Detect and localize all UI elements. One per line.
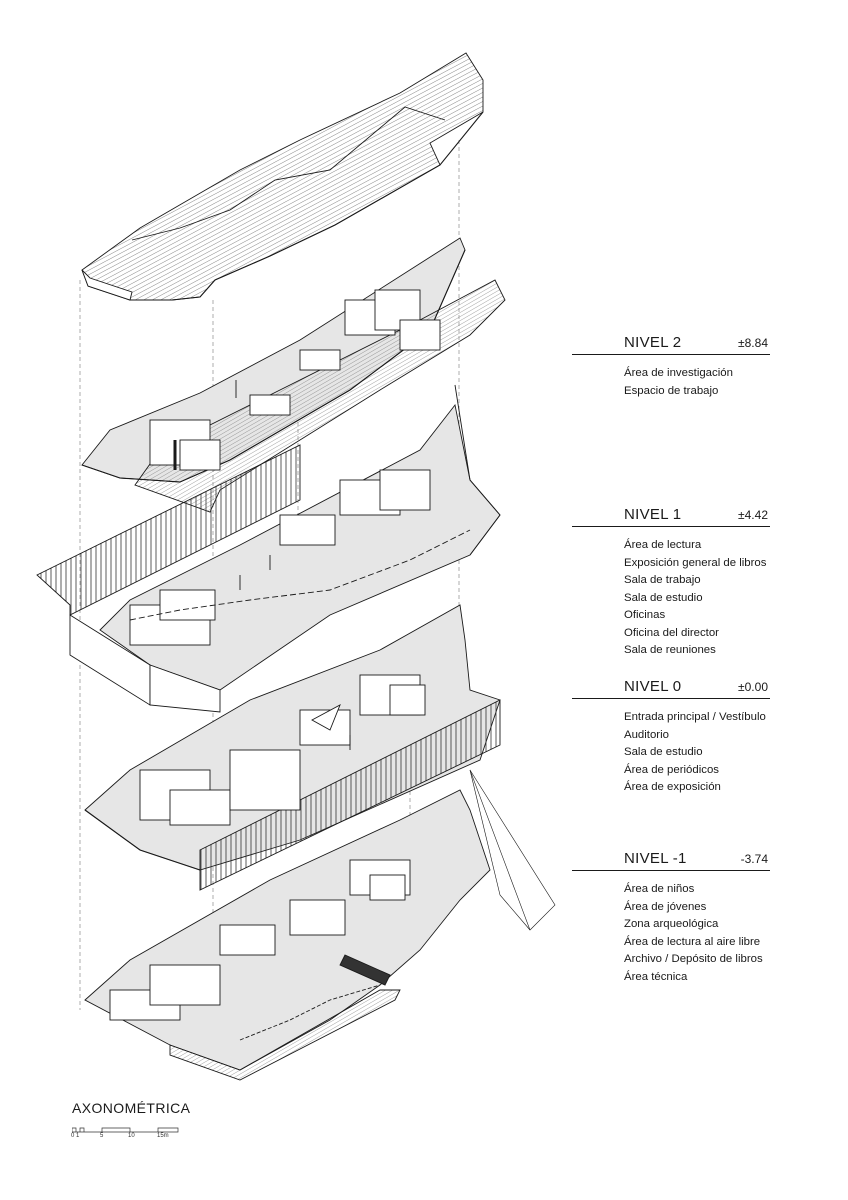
space-item: Sala de trabajo <box>624 574 701 586</box>
level-0-legend: NIVEL 0 ±0.00 Entrada principal / Vestíb… <box>572 678 770 797</box>
scale-label: 1 <box>76 1133 80 1139</box>
level-0-elevation: ±0.00 <box>738 680 768 694</box>
level-minus-1-name: NIVEL -1 <box>624 850 687 867</box>
space-item: Área de jóvenes <box>624 900 707 913</box>
level-1-legend: NIVEL 1 ±4.42 Área de lectura Exposición… <box>572 506 770 660</box>
scale-label: 0 <box>71 1133 75 1139</box>
level-1-name: NIVEL 1 <box>624 506 682 523</box>
level-minus-1-legend: NIVEL -1 -3.74 Área de niños Área de jóv… <box>572 850 770 986</box>
space-item: Área de exposición <box>624 781 721 793</box>
scale-bar <box>72 1127 179 1133</box>
level-minus-1-header: NIVEL -1 -3.74 <box>572 850 770 871</box>
space-item: Área de investigación <box>624 367 733 379</box>
level-2-elevation: ±8.84 <box>738 336 768 350</box>
space-item: Área de lectura <box>624 539 702 551</box>
space-item: Área de lectura al aire libre <box>624 935 761 948</box>
level-minus-1-space-list: Área de niños Área de jóvenes Zona arque… <box>624 881 770 986</box>
space-item: Espacio de trabajo <box>624 384 719 397</box>
space-item: Archivo / Depósito de libros <box>624 953 763 965</box>
level-0-floor <box>84 604 501 891</box>
level-minus-1-floor <box>84 769 556 1081</box>
level-2-name: NIVEL 2 <box>624 334 682 351</box>
space-item: Sala de estudio <box>624 746 703 758</box>
space-item: Zona arqueológica <box>624 918 719 930</box>
roof-layer <box>81 52 484 301</box>
drawing-title: AXONOMÉTRICA <box>72 1100 191 1116</box>
space-item: Área de periódicos <box>624 763 719 776</box>
space-item: Sala de estudio <box>624 591 703 604</box>
space-item: Auditorio <box>624 728 669 741</box>
level-0-name: NIVEL 0 <box>624 678 682 695</box>
level-2-header: NIVEL 2 ±8.84 <box>572 334 770 355</box>
level-1-space-list: Área de lectura Exposición general de li… <box>624 537 770 660</box>
level-0-header: NIVEL 0 ±0.00 <box>572 678 770 699</box>
space-item: Área técnica <box>624 970 688 983</box>
scale-label: 15m <box>157 1133 169 1139</box>
level-2-floor <box>81 237 506 513</box>
level-2-space-list: Área de investigación Espacio de trabajo <box>624 365 770 400</box>
level-2-legend: NIVEL 2 ±8.84 Área de investigación Espa… <box>572 334 770 400</box>
level-minus-1-elevation: -3.74 <box>740 852 768 866</box>
scale-label: 5 <box>100 1133 104 1139</box>
space-item: Sala de reuniones <box>624 644 716 656</box>
space-item: Oficina del director <box>624 626 719 639</box>
level-0-space-list: Entrada principal / Vestíbulo Auditorio … <box>624 709 770 797</box>
level-1-floor <box>36 384 501 713</box>
space-item: Oficinas <box>624 609 666 621</box>
scale-label: 10 <box>128 1133 135 1139</box>
space-item: Área de niños <box>624 883 695 895</box>
level-1-elevation: ±4.42 <box>738 508 768 522</box>
space-item: Entrada principal / Vestíbulo <box>624 711 766 723</box>
level-1-header: NIVEL 1 ±4.42 <box>572 506 770 527</box>
space-item: Exposición general de libros <box>624 556 767 569</box>
